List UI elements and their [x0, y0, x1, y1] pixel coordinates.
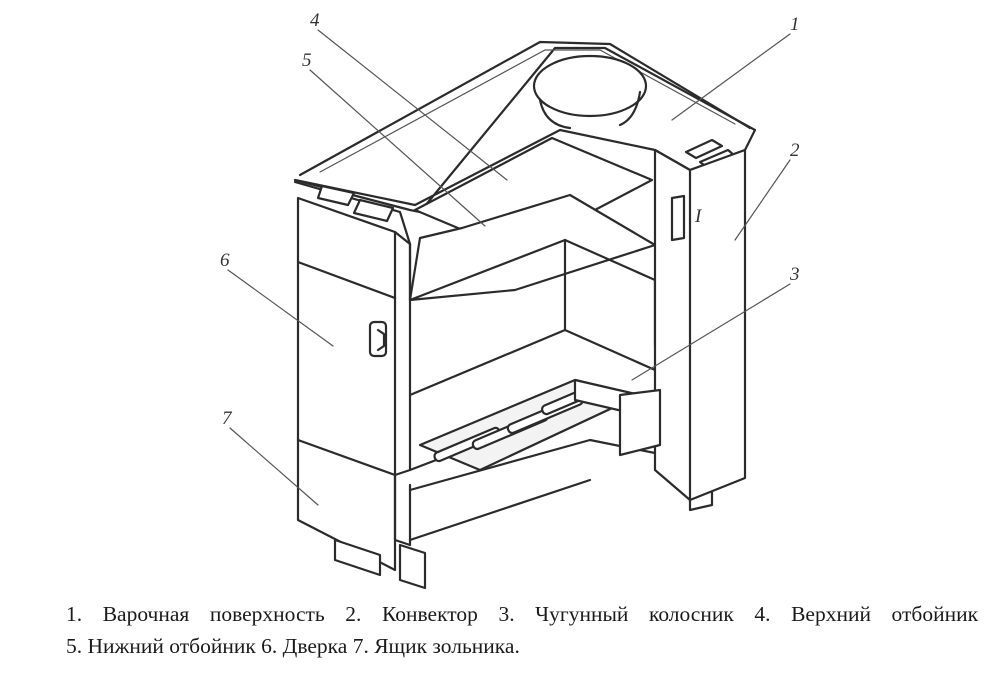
burner-ring-right — [618, 90, 642, 127]
callout-6: 6 — [220, 250, 230, 271]
leader-line-7 — [229, 427, 319, 506]
left-body-ashpan-edge — [393, 473, 412, 547]
foot-middle — [398, 543, 427, 590]
callout-7: 7 — [222, 408, 233, 429]
callout-4: 4 — [310, 10, 320, 31]
left-body-door-bottom — [296, 438, 397, 477]
burner-ring-inner — [538, 98, 572, 130]
legend-item-3: 3. Чугунный колосник — [498, 602, 734, 626]
leader-line-4 — [317, 29, 508, 181]
door-handle-knob — [376, 328, 386, 352]
legend-item-6: 6. Дверка — [261, 634, 348, 658]
burner-hole — [532, 54, 648, 118]
legend-item-5: 5. Нижний отбойник — [66, 634, 256, 658]
left-body-front — [296, 196, 397, 572]
stove-cutaway-diagram: I 1 2 3 4 5 6 7 — [220, 10, 800, 590]
callout-3: 3 — [789, 264, 800, 285]
callout-5: 5 — [302, 50, 312, 71]
firebox-floor-back — [408, 328, 657, 397]
legend-item-4: 4. Верхний отбойник — [754, 602, 979, 626]
leader-line-2 — [734, 159, 791, 241]
callout-1: 1 — [790, 14, 800, 35]
top-plate-back-edge — [298, 40, 752, 177]
legend-item-2: 2. Конвектор — [345, 602, 478, 626]
leader-line-1 — [671, 33, 791, 121]
convector-inner-strip — [670, 194, 686, 242]
legend: 1. Варочная поверхность 2. Конвектор 3. … — [66, 598, 978, 662]
leader-line-3 — [631, 283, 791, 381]
leader-line-6 — [227, 269, 334, 347]
slot-right-1 — [684, 138, 724, 160]
legend-item-1: 1. Варочная поверхность — [66, 602, 325, 626]
slot-left-2 — [352, 198, 395, 223]
slot-left-1 — [316, 184, 356, 207]
leader-line-5 — [309, 69, 486, 227]
left-body-side-edge — [393, 230, 412, 477]
grate-support — [618, 388, 662, 457]
callout-2: 2 — [790, 140, 800, 161]
top-plate-inner-edge — [319, 49, 736, 173]
side-mark: I — [694, 206, 703, 227]
left-body-top-band — [296, 260, 397, 300]
convector-body — [653, 148, 747, 502]
base-lower-edge — [408, 478, 592, 542]
foot-left — [333, 538, 382, 577]
legend-item-7: 7. Ящик зольника. — [352, 634, 520, 658]
